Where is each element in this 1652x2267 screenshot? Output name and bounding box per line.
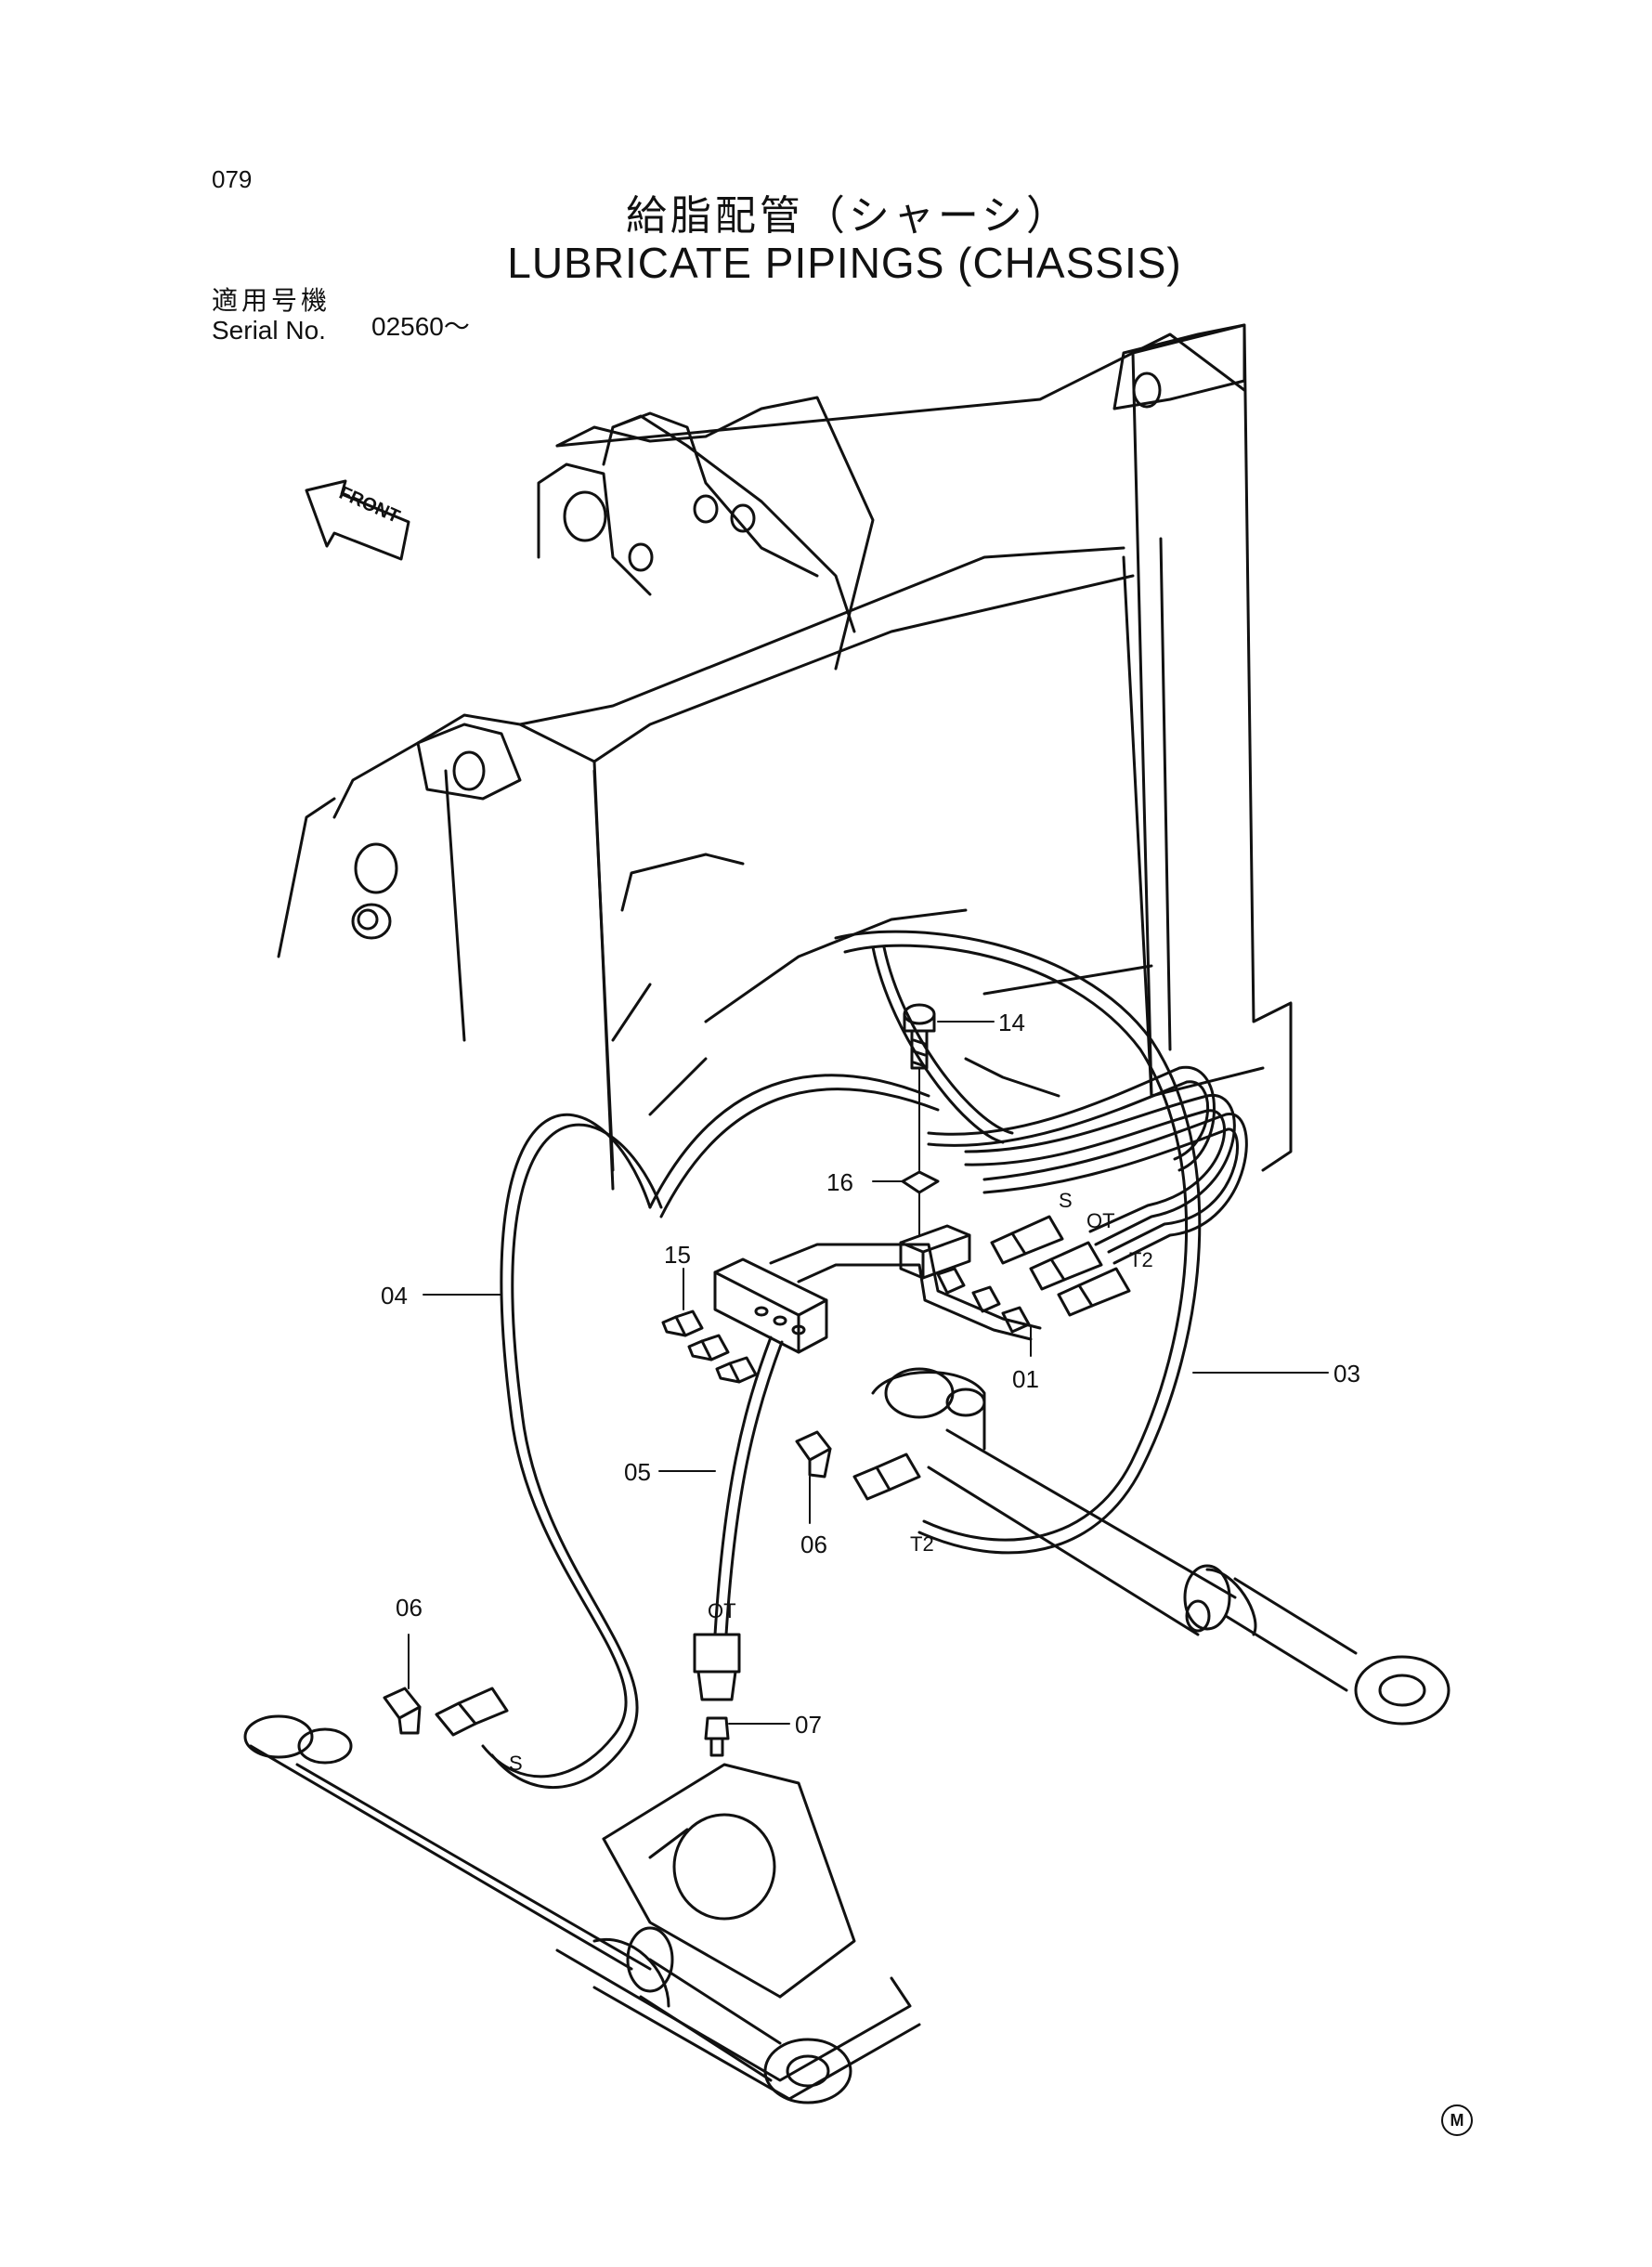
callout-14: 14 (998, 1009, 1025, 1036)
serial-number-value: 02560～ (371, 312, 470, 341)
right-cylinder (871, 1367, 1450, 1726)
grease-nipple-07 (704, 1716, 730, 1757)
tag-t2-lower: T2 (910, 1532, 934, 1556)
tag-ot-upper: OT (1086, 1209, 1115, 1232)
hose-end-fittings (990, 1215, 1131, 1317)
callout-07: 07 (795, 1711, 822, 1739)
hose-04 (481, 1074, 940, 1789)
tag-s-lower: S (509, 1752, 523, 1775)
s-hose-fitting-lower (435, 1687, 509, 1737)
page-number: 079 (212, 165, 253, 193)
tag-ot-lower: OT (708, 1599, 736, 1622)
serial-label-japanese: 適用号機 (212, 285, 332, 316)
washer-16 (901, 1170, 940, 1236)
m-mark-icon: M (1441, 2104, 1473, 2136)
diagram-title-japanese: 給脂配管（シャーシ） (625, 192, 1072, 240)
arrow-front-icon: FRONT (305, 479, 410, 561)
callout-05: 05 (624, 1458, 651, 1486)
callout-01: 01 (1012, 1365, 1039, 1393)
serial-label: 適用号機 Serial No. (212, 286, 331, 345)
elbow-fitting-06-right (795, 1430, 832, 1479)
grease-manifold (713, 1243, 1042, 1354)
callout-04: 04 (381, 1282, 408, 1309)
t2-hose-fitting-lower (852, 1453, 921, 1501)
front-arrow-label: FRONT (336, 483, 403, 528)
grease-nipples-15 (661, 1309, 758, 1384)
serial-label-english: Serial No. (212, 316, 326, 345)
ot-hose-fitting (693, 1633, 741, 1701)
callout-03: 03 (1333, 1360, 1360, 1388)
hose-bundle-upper (871, 945, 1248, 1265)
callout-15: 15 (664, 1241, 691, 1269)
tag-t2-upper: T2 (1129, 1248, 1153, 1271)
callout-06-right: 06 (800, 1531, 827, 1558)
hose-05 (713, 1335, 784, 1636)
elbow-fitting-06-left (383, 1687, 422, 1735)
leader-lines (408, 1021, 1329, 1725)
bolt-14 (903, 1003, 936, 1171)
tag-s-upper: S (1059, 1189, 1073, 1212)
chassis-frame (277, 323, 1293, 1191)
lower-pivot-bracket (555, 1763, 921, 2101)
grease-nipples-01 (936, 1267, 1031, 1334)
diagram-title-english: LUBRICATE PIPINGS (CHASSIS) (507, 239, 1182, 287)
callout-06-left: 06 (396, 1594, 423, 1622)
callout-16: 16 (826, 1168, 853, 1196)
